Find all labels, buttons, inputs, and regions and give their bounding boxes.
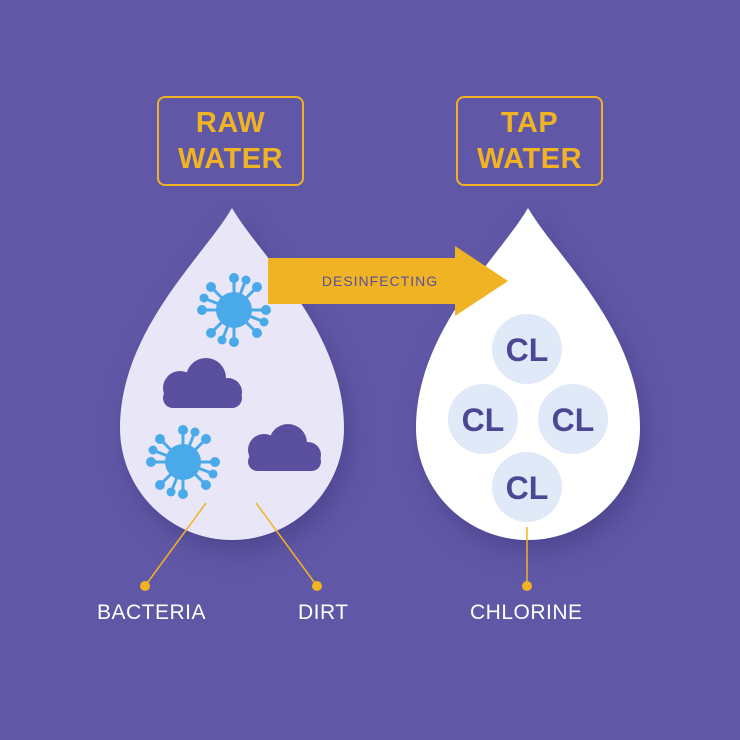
raw-title-line1: RAW [195, 107, 266, 139]
arrow-label: DESINFECTING [322, 273, 438, 289]
arrow-right-icon: DESINFECTING [268, 246, 508, 316]
chlorine-symbol: CL [506, 332, 549, 368]
chlorine-symbol: CL [552, 402, 595, 438]
chlorine-circle-icon: CL [538, 384, 608, 454]
dirt-cloud-icon [248, 424, 321, 471]
tap-water-title-box: TAP WATER [456, 96, 603, 186]
chlorine-circle-icon: CL [492, 452, 562, 522]
raw-water-title-box: RAW WATER [157, 96, 304, 186]
callout-line-chlorine [522, 527, 532, 591]
callout-line-bacteria [140, 502, 207, 591]
bacteria-icon [197, 273, 271, 347]
chlorine-symbol: CL [462, 402, 505, 438]
raw-water-drop [120, 208, 344, 540]
tap-title-line1: TAP [500, 107, 559, 139]
chlorine-symbol: CL [506, 470, 549, 506]
bacteria-icon [146, 425, 220, 499]
tap-title-line2: WATER [476, 143, 583, 175]
callout-line-dirt [255, 502, 322, 591]
chlorine-circle-icon: CL [492, 314, 562, 384]
chlorine-label: CHLORINE [470, 601, 583, 624]
raw-title-line2: WATER [177, 143, 284, 175]
chlorine-circle-icon: CL [448, 384, 518, 454]
dirt-label: DIRT [298, 601, 349, 624]
dirt-cloud-icon [163, 358, 242, 408]
bacteria-label: BACTERIA [97, 601, 207, 624]
